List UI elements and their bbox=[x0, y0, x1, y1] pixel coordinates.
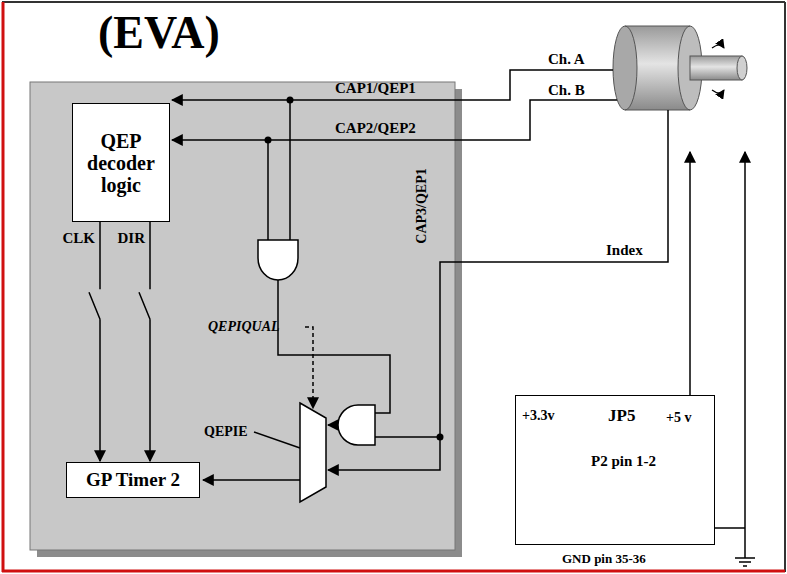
voltage-label: +3.3v bbox=[522, 408, 554, 424]
panel-title: (EVA) bbox=[98, 6, 220, 59]
box-label: QEP decoder logic bbox=[77, 130, 165, 196]
voltage-label: +5 v bbox=[666, 410, 691, 426]
pin-label: GND pin 35-36 bbox=[562, 551, 646, 567]
signal-connector bbox=[89, 222, 100, 461]
frame-right bbox=[784, 2, 786, 572]
panel-ground bbox=[30, 82, 455, 550]
junction-dot bbox=[437, 434, 444, 441]
frame-left bbox=[2, 2, 5, 572]
junction-dot bbox=[265, 137, 272, 144]
signal-name: CLK bbox=[62, 230, 95, 247]
wires bbox=[172, 70, 755, 566]
frame-bottom bbox=[2, 570, 785, 573]
frame-top bbox=[2, 1, 785, 3]
and-gate bbox=[338, 405, 375, 445]
channel-label: Index bbox=[606, 242, 643, 259]
junction-dot bbox=[287, 97, 294, 104]
timer-box: GP Timer 2 bbox=[66, 462, 200, 498]
jumper-name: JP5 bbox=[608, 406, 635, 426]
signal-name: DIR bbox=[117, 230, 145, 247]
pin-label: P2 pin 1-2 bbox=[591, 453, 656, 470]
and-gate bbox=[258, 240, 298, 280]
decoder-box: QEP decoder logic bbox=[72, 103, 170, 222]
signal-name: CAP1/QEP1 bbox=[335, 80, 416, 97]
multiplexer bbox=[300, 403, 326, 502]
box-label: GP Timer 2 bbox=[86, 470, 180, 491]
signal-name: CAP2/QEP2 bbox=[335, 120, 416, 137]
signal-name: QEPIE bbox=[204, 424, 248, 440]
channel-label: Ch. A bbox=[548, 51, 585, 68]
channel-label: Ch. B bbox=[548, 82, 585, 99]
encoder-illustration bbox=[613, 26, 747, 110]
eva-panel: (EVA)QEP decoder logicGP Timer 2 bbox=[30, 82, 455, 550]
signal-name: CAP3/QEP1 bbox=[414, 168, 430, 243]
signal-name: QEPIQUAL bbox=[208, 319, 280, 335]
signal-connector bbox=[139, 222, 150, 461]
jumper-box: +3.3v JP5 +5 v P2 pin 1-2 bbox=[515, 395, 715, 545]
